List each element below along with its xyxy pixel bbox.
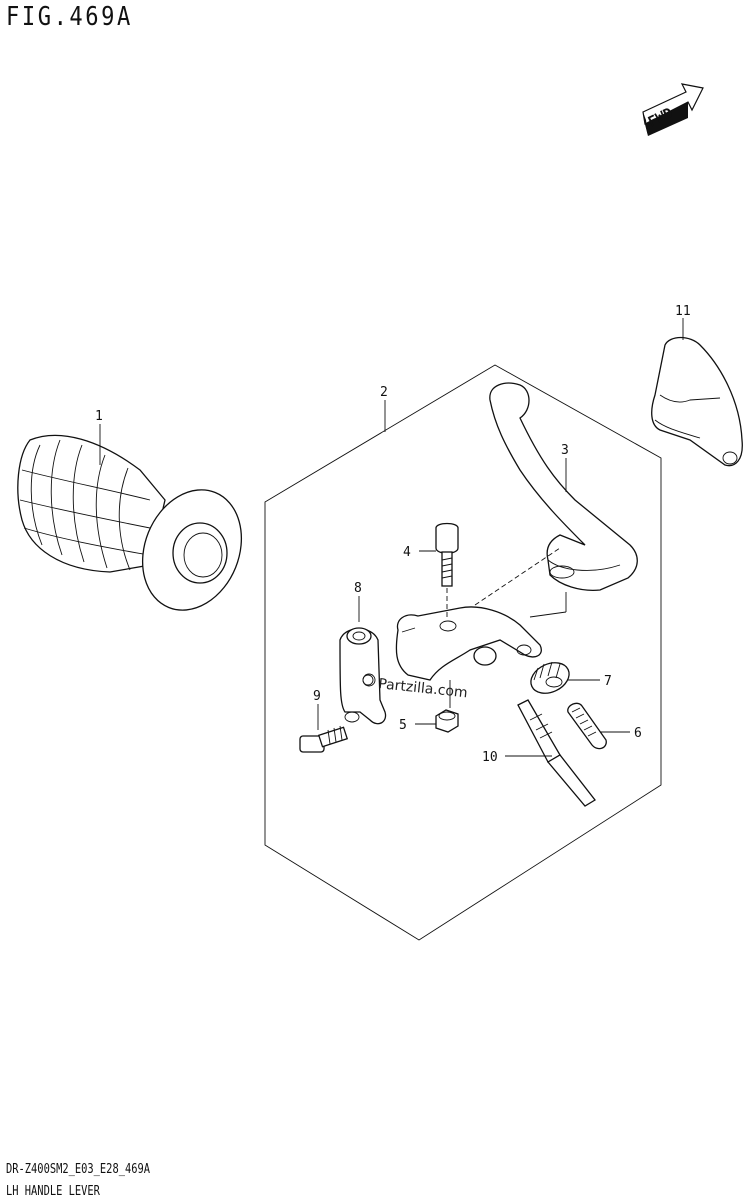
adjuster-locknut bbox=[530, 661, 570, 694]
callout-1: 1 bbox=[95, 409, 103, 424]
clamp-bolt bbox=[299, 725, 349, 753]
pivot-bolt bbox=[435, 522, 459, 587]
figure-code: DR-Z400SM2_E03_E28_469A bbox=[6, 1162, 151, 1177]
fwd-arrow-icon: FWD bbox=[642, 83, 704, 136]
leader-lines bbox=[99, 318, 684, 757]
cable-adjuster bbox=[567, 702, 607, 750]
callout-7: 7 bbox=[604, 674, 612, 689]
callout-6: 6 bbox=[634, 726, 642, 741]
callout-11: 11 bbox=[675, 304, 691, 319]
callout-2: 2 bbox=[380, 385, 388, 400]
callout-9: 9 bbox=[313, 689, 321, 704]
clutch-lever bbox=[489, 382, 638, 591]
callout-10: 10 bbox=[482, 750, 498, 765]
lever-clamp bbox=[339, 627, 387, 725]
callout-4: 4 bbox=[403, 545, 411, 560]
clutch-cable bbox=[517, 699, 596, 807]
assembly-outline bbox=[264, 364, 662, 941]
pivot-nut bbox=[435, 709, 459, 733]
callout-5: 5 bbox=[399, 718, 407, 733]
figure-name: LH HANDLE LEVER bbox=[6, 1184, 100, 1199]
figure-title: FIG.469A bbox=[6, 2, 133, 32]
watermark-text: Partzilla.com bbox=[378, 676, 469, 701]
handle-grip bbox=[17, 434, 243, 611]
lever-cover bbox=[651, 336, 743, 467]
lever-holder bbox=[395, 606, 542, 681]
callout-8: 8 bbox=[354, 581, 362, 596]
callout-3: 3 bbox=[561, 443, 569, 458]
